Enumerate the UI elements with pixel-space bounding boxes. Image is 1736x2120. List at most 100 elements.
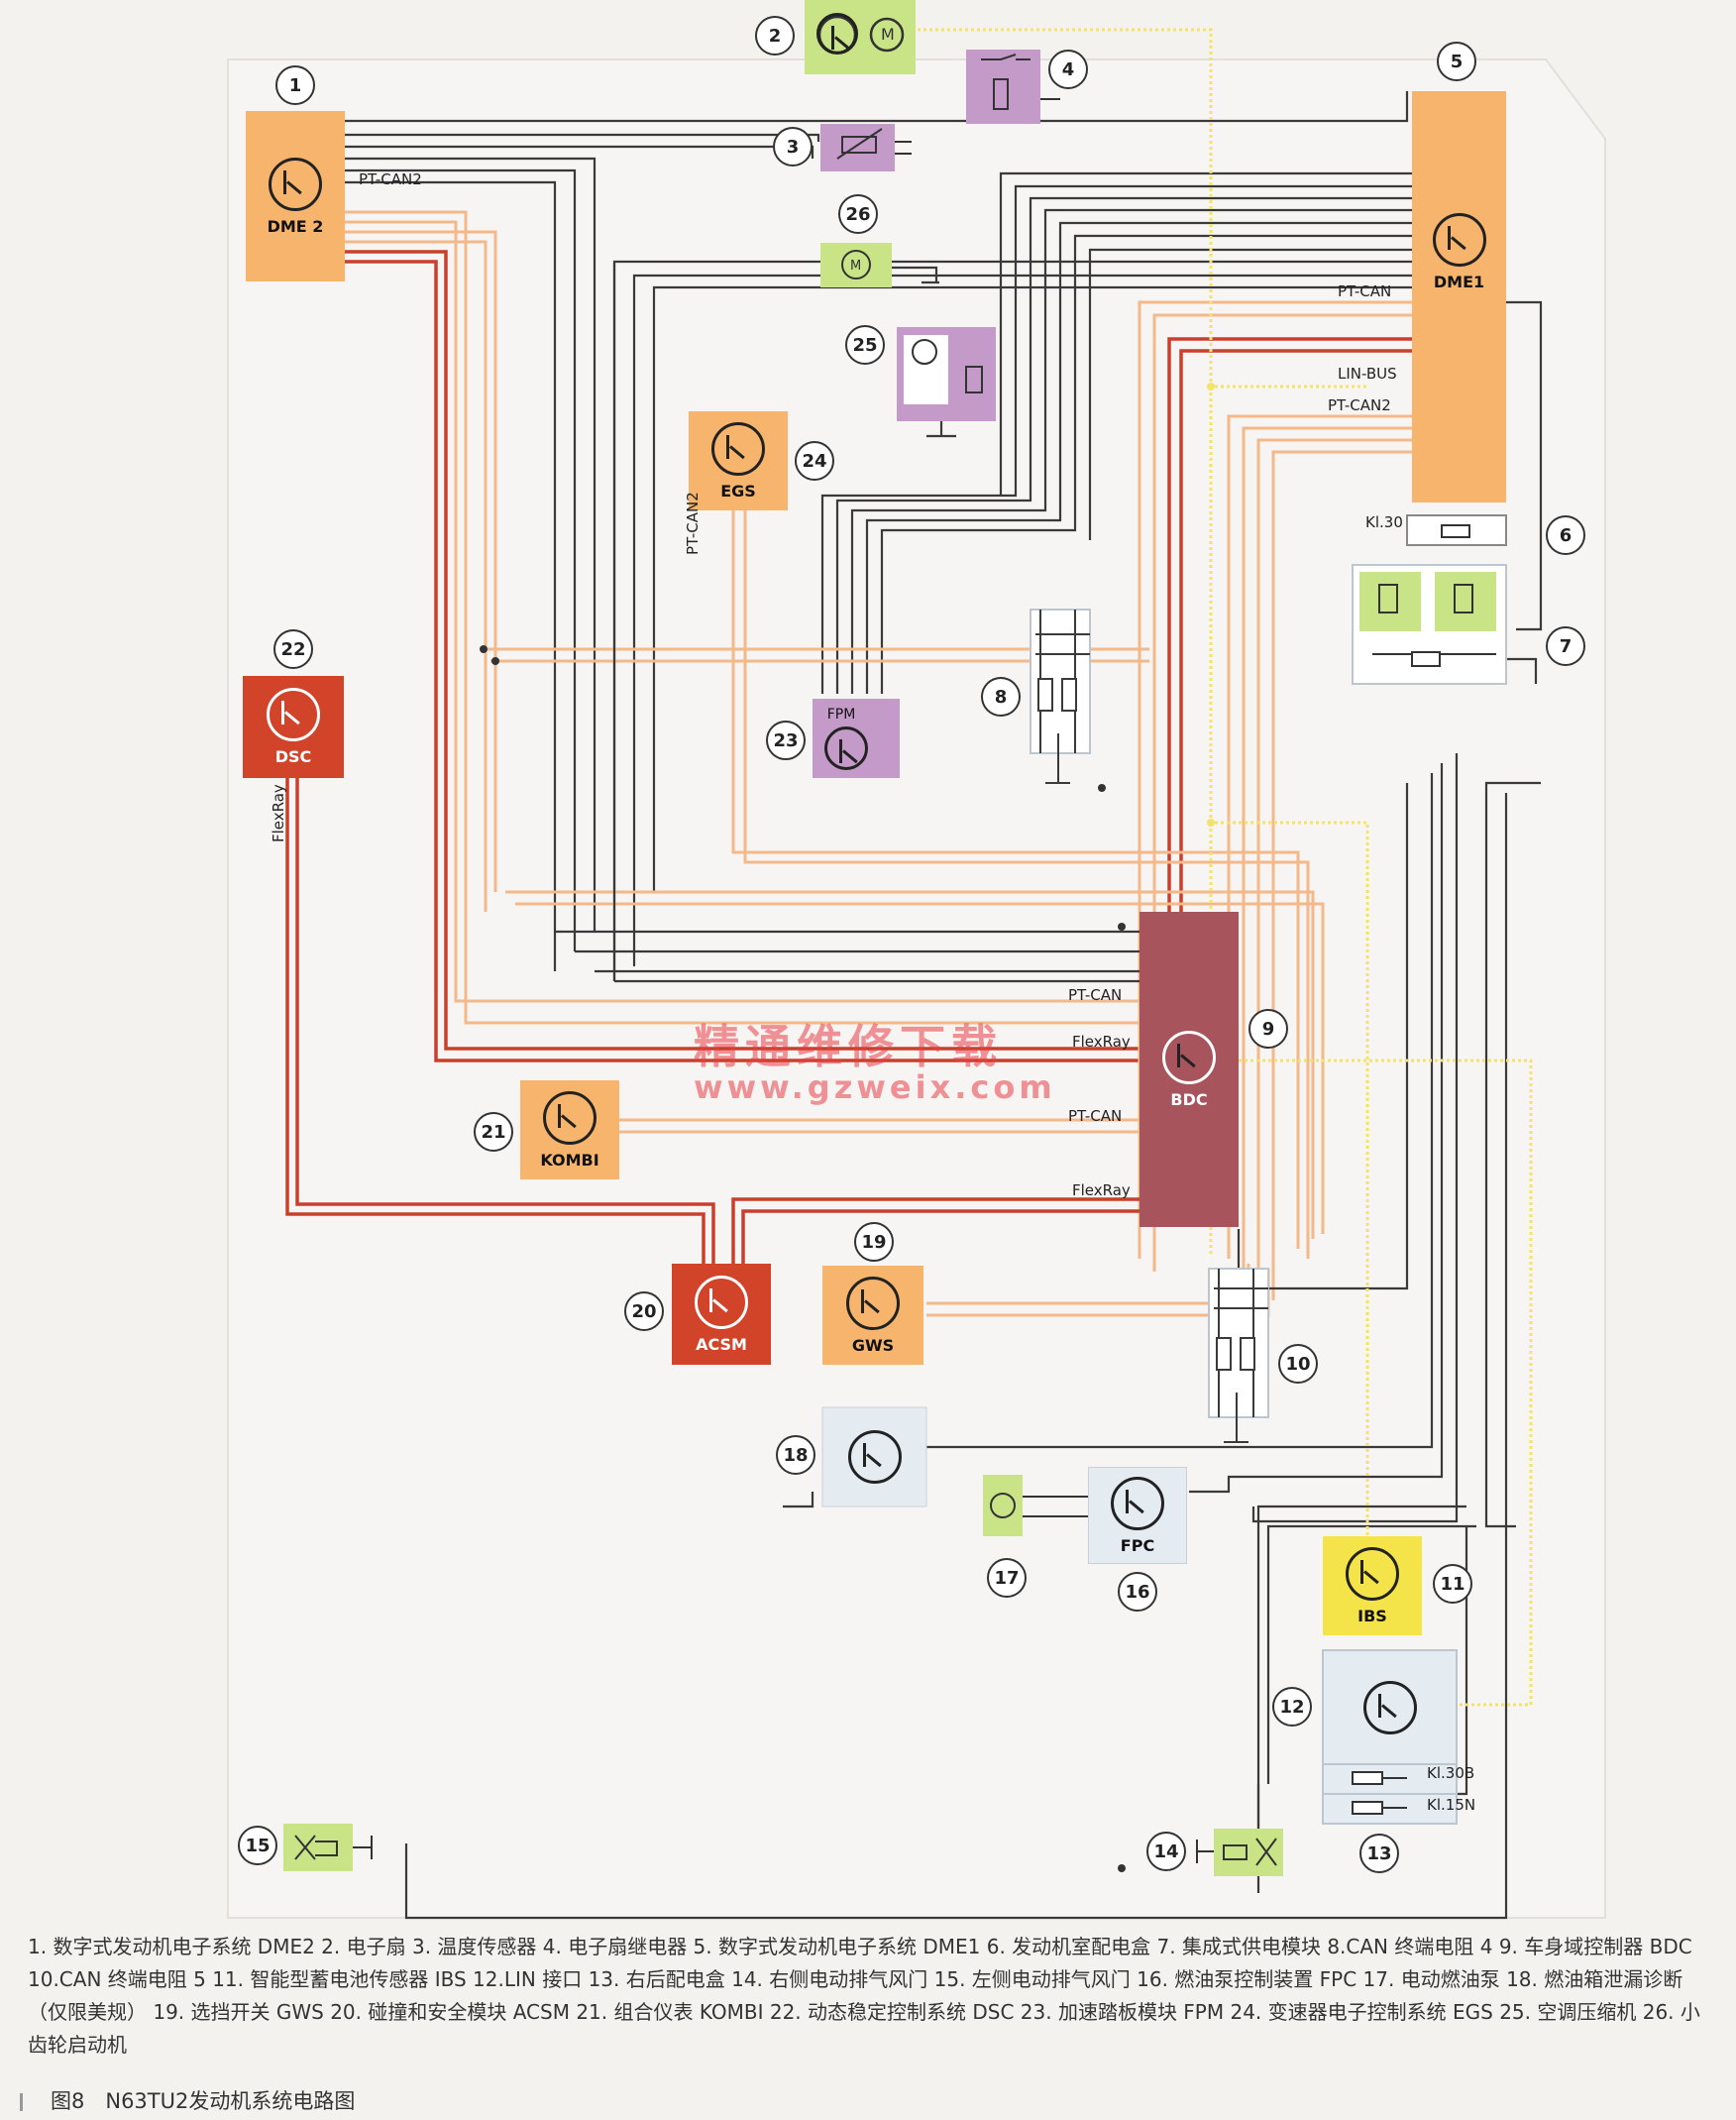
transistor-icon xyxy=(543,1090,597,1145)
transistor-icon xyxy=(824,726,868,770)
dme1-dark-wires xyxy=(612,171,1543,981)
transistor-icon xyxy=(846,1276,900,1330)
bus-label: PT-CAN xyxy=(1068,986,1123,1004)
rear-fuse-box xyxy=(1322,1649,1458,1825)
transistor-icon xyxy=(816,13,858,55)
callout-23: 23 xyxy=(766,721,806,760)
acsm-label: ACSM xyxy=(696,1334,747,1354)
callout-13: 13 xyxy=(1359,1834,1399,1873)
dme1-red-wires xyxy=(1167,337,1412,912)
bus-label: FlexRay xyxy=(1072,1033,1131,1051)
leak-diagnosis-module xyxy=(822,1407,926,1506)
callout-22: 22 xyxy=(273,629,313,669)
bdc-module: BDC xyxy=(1139,912,1239,1227)
left-exhaust-flap-box xyxy=(283,1824,353,1871)
egs-label: EGS xyxy=(720,481,756,501)
bus-label: FlexRay xyxy=(1072,1181,1131,1199)
bus-label: Kl.15N xyxy=(1427,1796,1476,1814)
gws-label: GWS xyxy=(851,1335,895,1355)
figure-title: 图8 N63TU2发动机系统电路图 xyxy=(20,2085,355,2115)
lin-interface-module xyxy=(1323,1650,1457,1764)
temp-sensor-box xyxy=(820,124,895,171)
engine-fuse-box xyxy=(1406,514,1507,546)
callout-16: 16 xyxy=(1118,1572,1157,1612)
right-exhaust-flap-box xyxy=(1214,1829,1283,1876)
dme2-label: DME 2 xyxy=(267,216,324,236)
gws-module: GWS xyxy=(822,1266,923,1365)
callout-10: 10 xyxy=(1278,1344,1318,1384)
fpc-module: FPC xyxy=(1088,1467,1187,1564)
legend-caption: 1. 数字式发动机电子系统 DME2 2. 电子扇 3. 温度传感器 4. 电子… xyxy=(28,1935,1700,2057)
callout-19: 19 xyxy=(854,1222,894,1262)
transistor-icon xyxy=(1162,1030,1216,1084)
ibs-module: IBS xyxy=(1323,1536,1422,1635)
callout-4: 4 xyxy=(1048,50,1088,89)
bus-label: PT-CAN2 xyxy=(1328,396,1391,414)
bus-label: PT-CAN2 xyxy=(359,170,422,188)
fuel-pump-box xyxy=(983,1475,1023,1536)
transistor-icon xyxy=(1111,1476,1164,1530)
transistor-icon xyxy=(1432,213,1486,267)
dme2-dark-wires xyxy=(345,91,1409,971)
fpm-label: FPM xyxy=(826,707,856,723)
transistor-icon xyxy=(267,688,320,741)
dme1-module: DME1 xyxy=(1412,91,1506,502)
watermark-url: www.gzweix.com xyxy=(694,1068,1056,1106)
acsm-module: ACSM xyxy=(672,1264,771,1365)
transistor-icon xyxy=(711,421,765,476)
divider xyxy=(20,2093,23,2111)
callout-8: 8 xyxy=(981,677,1021,717)
fan-relay-box xyxy=(966,50,1040,124)
callout-5: 5 xyxy=(1437,42,1476,81)
callout-24: 24 xyxy=(795,441,834,481)
dsc-label: DSC xyxy=(274,747,312,766)
fpm-module: FPM xyxy=(813,699,900,778)
dme2-flexray-wires xyxy=(345,250,1139,1062)
dme1-label: DME1 xyxy=(1433,273,1485,291)
callout-25: 25 xyxy=(845,325,885,365)
bus-label: FlexRay xyxy=(270,784,287,842)
bus-label: Kl.30 xyxy=(1365,513,1403,531)
callout-15: 15 xyxy=(238,1826,277,1865)
callout-3: 3 xyxy=(773,127,813,167)
watermark-text: 精通维修下载 xyxy=(694,1020,1003,1073)
can-termination-5 xyxy=(1208,1268,1269,1443)
dme2-module: DME 2 xyxy=(246,111,345,281)
transistor-icon xyxy=(1362,1680,1417,1734)
egs-module: EGS xyxy=(689,411,788,510)
transistor-icon xyxy=(1346,1546,1399,1601)
bus-label: PT-CAN xyxy=(1068,1107,1123,1125)
fpc-label: FPC xyxy=(1120,1535,1155,1555)
callout-18: 18 xyxy=(776,1435,815,1475)
transistor-icon xyxy=(269,157,322,211)
kombi-module: KOMBI xyxy=(520,1080,619,1179)
callout-17: 17 xyxy=(987,1558,1027,1598)
callout-6: 6 xyxy=(1546,515,1585,555)
ibs-label: IBS xyxy=(1357,1606,1387,1625)
wiring-svg: M M xyxy=(227,0,1606,1920)
callout-26: 26 xyxy=(838,194,878,234)
callout-7: 7 xyxy=(1546,626,1585,666)
callout-21: 21 xyxy=(474,1112,513,1152)
transistor-icon xyxy=(847,1430,902,1484)
svg-text:M: M xyxy=(881,25,895,44)
callout-1: 1 xyxy=(275,65,315,105)
kombi-label: KOMBI xyxy=(540,1150,599,1170)
svg-text:M: M xyxy=(850,259,861,274)
bdc-label: BDC xyxy=(1170,1089,1208,1109)
fan-transistor xyxy=(814,10,861,57)
callout-9: 9 xyxy=(1248,1009,1288,1049)
bus-label: PT-CAN xyxy=(1338,282,1392,300)
dsc-flexray-wires xyxy=(285,778,1139,1264)
bus-label: LIN-BUS xyxy=(1338,365,1397,383)
can-termination-4 xyxy=(1030,609,1091,784)
callout-14: 14 xyxy=(1146,1832,1186,1871)
callout-20: 20 xyxy=(624,1291,664,1331)
bus-label: PT-CAN2 xyxy=(684,492,702,555)
callout-2: 2 xyxy=(755,16,795,56)
dme2-orange-wires xyxy=(345,210,1139,1025)
callout-12: 12 xyxy=(1272,1687,1312,1727)
figure-title-text: 图8 N63TU2发动机系统电路图 xyxy=(51,2089,356,2113)
transistor-icon xyxy=(695,1275,748,1329)
